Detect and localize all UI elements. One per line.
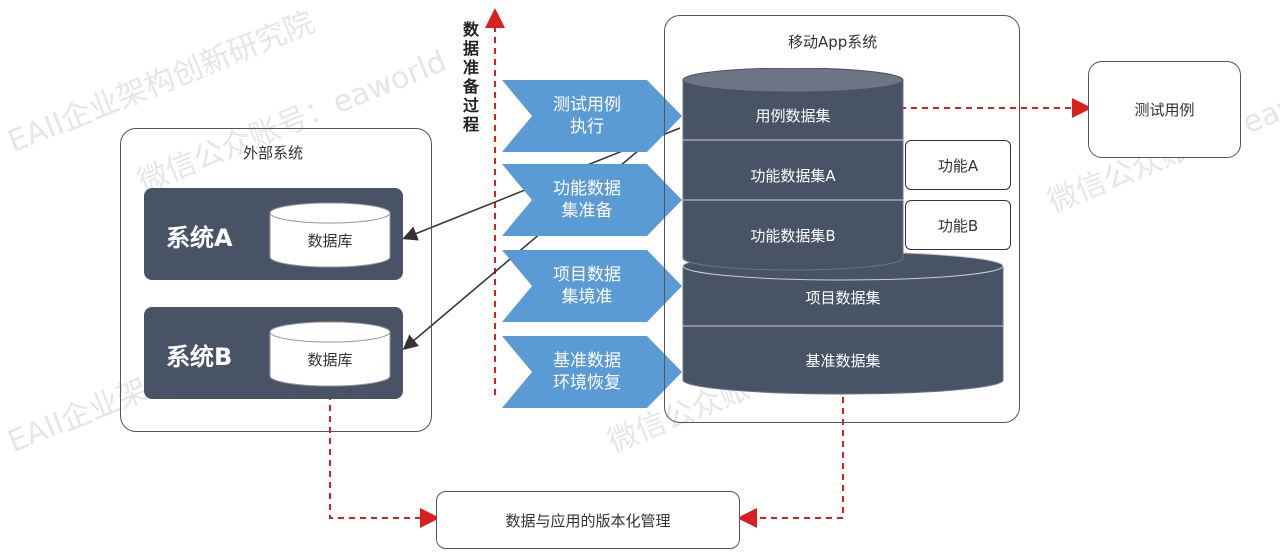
layer-use-case-dataset: 用例数据集 xyxy=(755,107,831,125)
test-case-box: 测试用例 xyxy=(1088,61,1241,158)
database-b-label: 数据库 xyxy=(307,351,353,369)
mobile-app-title: 移动App系统 xyxy=(788,33,878,51)
mobile-app-frame xyxy=(664,15,1020,423)
external-system-frame xyxy=(120,128,432,432)
step-label-project-data: 项目数据 集境准 xyxy=(553,265,621,307)
system-b-box: 系统B 数据库 xyxy=(144,307,403,399)
database-b-cylinder xyxy=(269,321,391,387)
system-a-box: 系统A 数据库 xyxy=(144,188,403,280)
layer-baseline-dataset: 基准数据集 xyxy=(805,352,881,370)
prep-process-label: 数据准备过程 xyxy=(462,20,479,134)
link-mobile-to-version xyxy=(737,397,844,528)
layer-function-dataset-b: 功能数据集B xyxy=(750,227,836,245)
step-arrow-function-data: 功能数据 集准备 xyxy=(502,164,682,236)
function-b-box: 功能B xyxy=(905,200,1011,250)
step-label-function-data: 功能数据 集准备 xyxy=(553,179,621,221)
system-b-name: 系统B xyxy=(166,343,233,371)
function-a-box: 功能A xyxy=(905,140,1011,190)
version-management-box: 数据与应用的版本化管理 xyxy=(436,491,740,549)
step-arrow-baseline-restore: 基准数据 环境恢复 xyxy=(502,336,682,408)
layer-project-dataset: 项目数据集 xyxy=(805,289,881,307)
step-label-execute: 测试用例 执行 xyxy=(553,95,621,137)
step-label-baseline-restore: 基准数据 环境恢复 xyxy=(553,351,621,393)
external-system-title: 外部系统 xyxy=(243,144,304,162)
database-a-label: 数据库 xyxy=(307,232,353,250)
step-arrow-project-data: 项目数据 集境准 xyxy=(502,250,682,322)
system-a-name: 系统A xyxy=(166,224,233,252)
step-arrow-execute: 测试用例 执行 xyxy=(502,80,682,152)
mobile-database-stack xyxy=(682,68,1004,395)
layer-function-dataset-a: 功能数据集A xyxy=(750,167,836,185)
database-a-cylinder xyxy=(269,202,391,268)
link-db-b-to-version xyxy=(329,383,440,528)
